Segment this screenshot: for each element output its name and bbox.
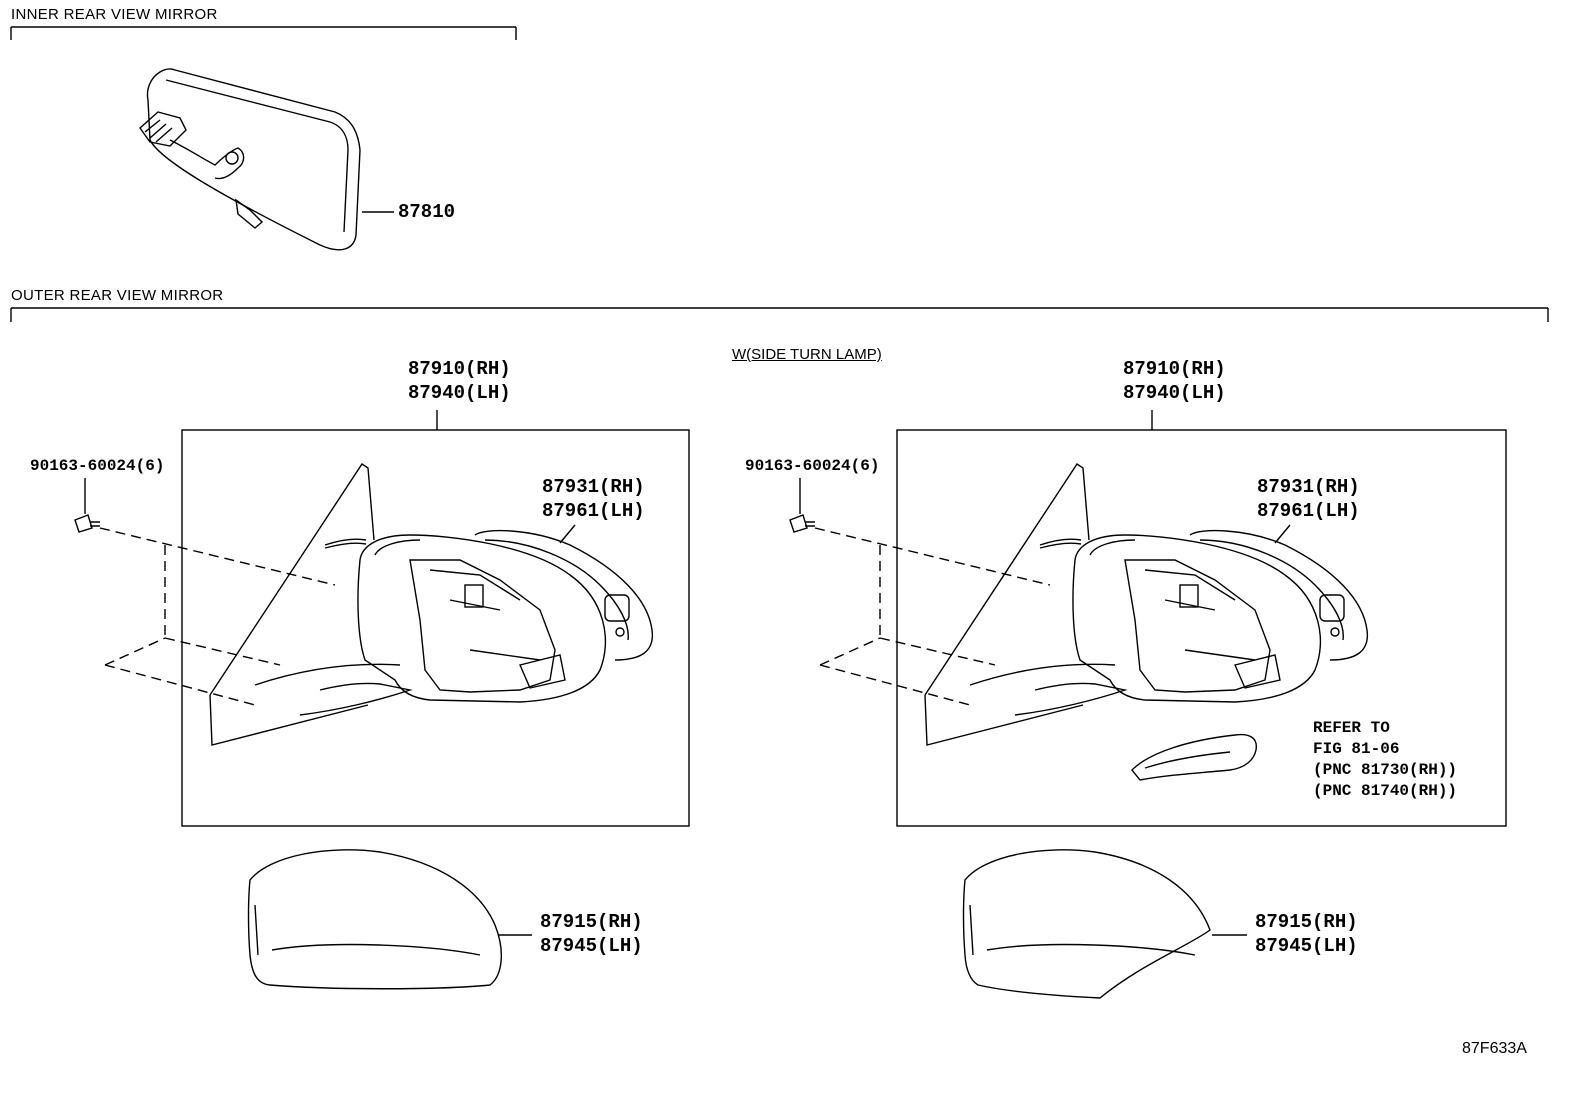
- right-mirror-rh-label: 87931(RH): [1257, 476, 1360, 498]
- refer-to-line3: (PNC 81730(RH)): [1313, 761, 1458, 779]
- refer-to-line1: REFER TO: [1313, 719, 1390, 737]
- left-cover-rh-label: 87915(RH): [540, 911, 643, 933]
- inner-section-bracket: [10, 26, 517, 40]
- left-assembly-rh-label: 87910(RH): [408, 358, 511, 380]
- left-screw-label: 90163-60024(6): [30, 457, 165, 475]
- refer-to-line2: FIG 81-06: [1313, 740, 1400, 758]
- right-mirror-lh-label: 87961(LH): [1257, 500, 1360, 522]
- inner-section-title: INNER REAR VIEW MIRROR: [11, 6, 218, 23]
- right-cover-lh-label: 87945(LH): [1255, 935, 1358, 957]
- left-cover-lh-label: 87945(LH): [540, 935, 643, 957]
- right-assembly-lh-label: 87940(LH): [1123, 382, 1226, 404]
- right-screw-label: 90163-60024(6): [745, 457, 880, 475]
- left-mirror-lh-label: 87961(LH): [542, 500, 645, 522]
- outer-section-title: OUTER REAR VIEW MIRROR: [11, 287, 224, 304]
- inner-mirror-part-number: 87810: [398, 201, 456, 223]
- right-assembly-rh-label: 87910(RH): [1123, 358, 1226, 380]
- inner-mirror-drawing: [139, 68, 394, 251]
- outer-section-bracket: [10, 307, 1549, 322]
- left-outer-mirror-drawing: [74, 410, 690, 990]
- side-turn-lamp-condition: W(SIDE TURN LAMP): [732, 346, 882, 363]
- right-outer-mirror-drawing: [789, 410, 1507, 999]
- left-assembly-lh-label: 87940(LH): [408, 382, 511, 404]
- refer-to-line4: (PNC 81740(RH)): [1313, 782, 1458, 800]
- right-cover-rh-label: 87915(RH): [1255, 911, 1358, 933]
- figure-id: 87F633A: [1462, 1040, 1527, 1057]
- left-mirror-rh-label: 87931(RH): [542, 476, 645, 498]
